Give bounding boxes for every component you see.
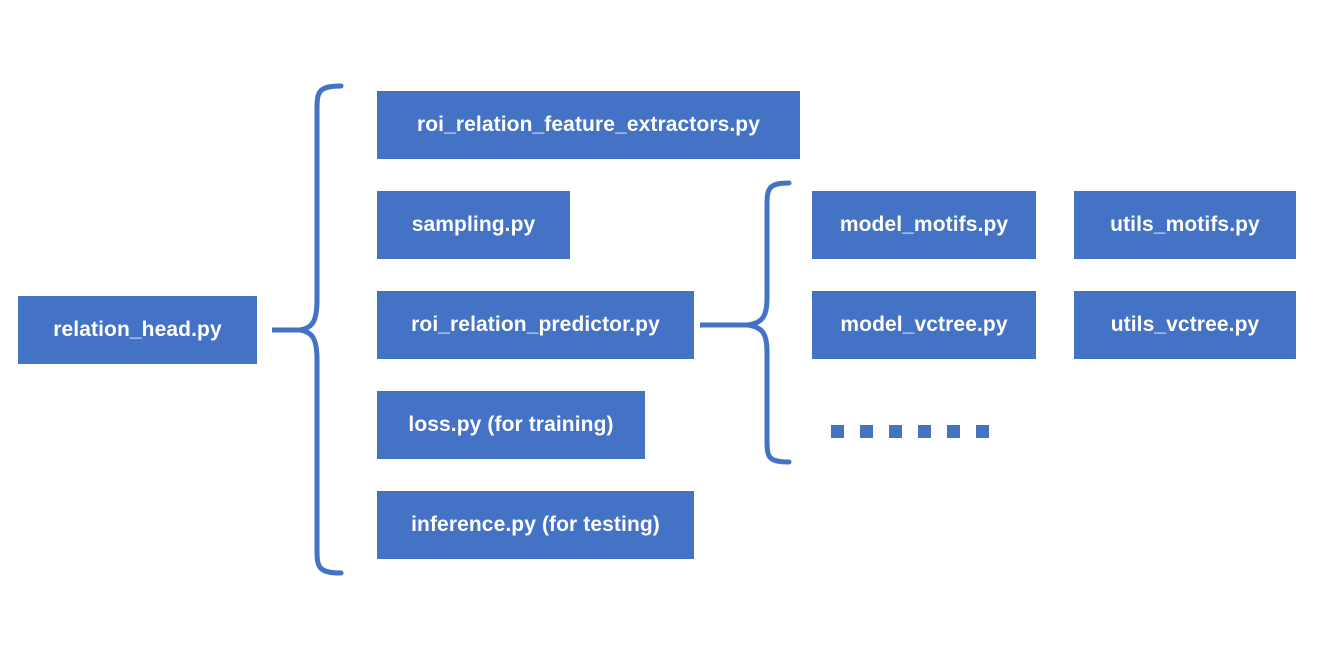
ellipsis-dot: [976, 425, 989, 438]
ellipsis-more-models: [831, 425, 989, 438]
ellipsis-dot: [918, 425, 931, 438]
brace-level-2: [745, 180, 792, 465]
node-inference[interactable]: inference.py (for testing): [377, 491, 694, 559]
ellipsis-dot: [860, 425, 873, 438]
node-roi-relation-predictor[interactable]: roi_relation_predictor.py: [377, 291, 694, 359]
node-utils-vctree[interactable]: utils_vctree.py: [1074, 291, 1296, 359]
ellipsis-dot: [831, 425, 844, 438]
node-roi-relation-feature-extractors[interactable]: roi_relation_feature_extractors.py: [377, 91, 800, 159]
brace-level-1: [297, 83, 344, 576]
node-utils-motifs[interactable]: utils_motifs.py: [1074, 191, 1296, 259]
ellipsis-dot: [889, 425, 902, 438]
node-model-vctree[interactable]: model_vctree.py: [812, 291, 1036, 359]
node-sampling[interactable]: sampling.py: [377, 191, 570, 259]
node-loss[interactable]: loss.py (for training): [377, 391, 645, 459]
node-relation-head[interactable]: relation_head.py: [18, 296, 257, 364]
ellipsis-dot: [947, 425, 960, 438]
node-model-motifs[interactable]: model_motifs.py: [812, 191, 1036, 259]
